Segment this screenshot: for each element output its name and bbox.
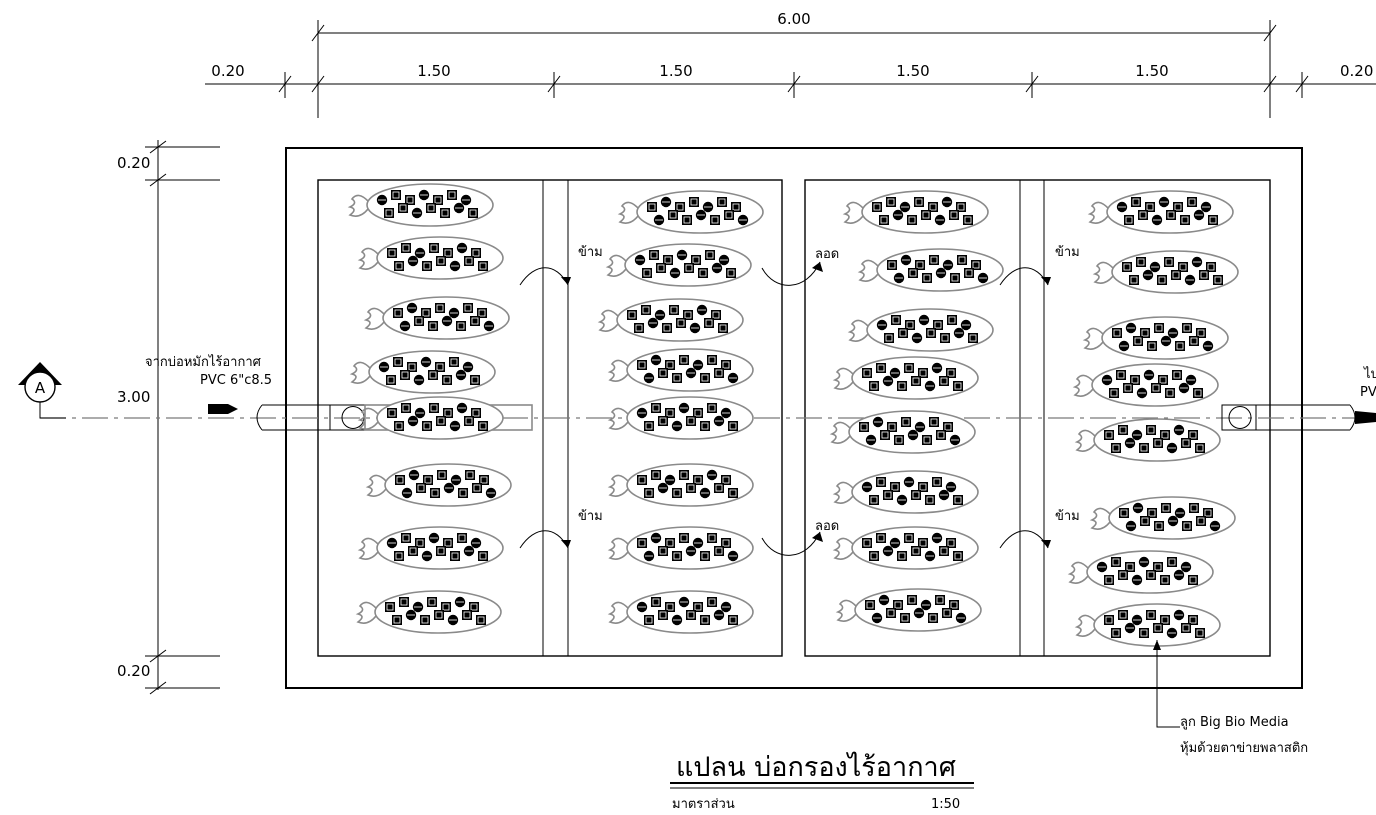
bio-media-bag — [607, 463, 754, 507]
flow-arrow-over-bottom-1 — [519, 530, 569, 549]
bio-media-bag — [1074, 603, 1221, 647]
bio-media-bag — [847, 308, 994, 352]
bio-media-bag — [1072, 363, 1219, 407]
bio-media-bag — [597, 298, 744, 342]
bio-media-bag — [607, 526, 754, 570]
bio-media-bag — [617, 190, 764, 234]
dim-segment-4: 1.50 — [1135, 62, 1168, 80]
dim-left-middle: 3.00 — [117, 388, 150, 406]
bio-media-bag — [832, 526, 979, 570]
section-marker-a: A — [18, 362, 66, 419]
bio-media-bag — [605, 243, 752, 287]
bio-media-bag — [857, 248, 1004, 292]
bio-media-bag — [357, 526, 504, 570]
bio-media-bag — [607, 590, 754, 634]
inlet-flow-arrow-icon — [208, 404, 238, 414]
scale-value: 1:50 — [931, 797, 960, 812]
bio-media-bag — [357, 396, 504, 440]
bio-media-bag — [835, 588, 982, 632]
bio-media-bag — [607, 396, 754, 440]
outlet-label-line1: ไป — [1363, 366, 1376, 382]
flow-arrow-over-bottom-2 — [999, 530, 1049, 549]
bio-media-bag — [349, 350, 496, 394]
top-dimensions: 6.00 0.20 1.50 1.50 1.50 1.50 0.20 — [205, 10, 1376, 118]
left-dimensions: 0.20 3.00 0.20 — [117, 140, 220, 695]
scale-label: มาตราส่วน — [672, 797, 735, 812]
bio-media-bag — [363, 296, 510, 340]
inlet-label-line1: จากบ่อหมักไร้อากาศ — [145, 354, 262, 370]
flow-label-under-2: ลอด — [815, 519, 839, 534]
bio-media-bag — [1082, 316, 1229, 360]
dim-segment-3: 1.50 — [896, 62, 929, 80]
bio-media-bag — [829, 410, 976, 454]
outlet-label-line2: PV — [1360, 385, 1376, 400]
drawing-title: แปลน บ่อกรองไร้อากาศ — [676, 752, 956, 783]
media-note-line2: หุ้มด้วยตาข่ายพลาสติก — [1180, 741, 1308, 756]
outlet-flow-arrow-icon — [1355, 411, 1376, 424]
flow-arrow-under-top — [761, 261, 821, 286]
flow-label-over-2: ข้าม — [578, 509, 603, 524]
media-note-line1: ลูก Big Bio Media — [1180, 715, 1289, 730]
bio-media-bag — [832, 470, 979, 514]
section-marker-letter: A — [35, 379, 46, 397]
dim-right-edge: 0.20 — [1340, 62, 1373, 80]
dim-left-edge: 0.20 — [211, 62, 244, 80]
bio-media-bag — [1089, 496, 1236, 540]
flow-arrow-under-bottom — [761, 531, 821, 556]
inlet-pipe: จากบ่อหมักไร้อากาศ PVC 6"c8.5 — [145, 354, 533, 431]
dim-total-width: 6.00 — [777, 10, 810, 28]
bio-media-bag — [347, 183, 494, 227]
bio-media-bag — [1074, 418, 1221, 462]
bio-media-bag — [355, 590, 502, 634]
bio-media-bag — [357, 236, 504, 280]
drawing-title-block: แปลน บ่อกรองไร้อากาศ มาตราส่วน 1:50 — [670, 752, 974, 812]
dim-left-top: 0.20 — [117, 154, 150, 172]
bio-media-bag — [607, 348, 754, 392]
bio-media-bag — [1087, 190, 1234, 234]
outlet-pipe: ไป PV — [1221, 366, 1376, 431]
flow-arrow-over-top-1 — [519, 267, 569, 286]
flow-arrows: ข้าม ข้าม ลอด ลอด ข้าม ข้าม — [519, 245, 1080, 556]
inlet-label-line2: PVC 6"c8.5 — [200, 373, 272, 388]
dim-segment-1: 1.50 — [417, 62, 450, 80]
flow-label-over-4: ข้าม — [1055, 509, 1080, 524]
flow-label-over-3: ข้าม — [1055, 245, 1080, 260]
bio-media-bags — [347, 183, 1239, 647]
bio-media-bag — [832, 356, 979, 400]
flow-label-under-1: ลอด — [815, 247, 839, 262]
bio-media-bag — [365, 463, 512, 507]
flow-label-over-1: ข้าม — [578, 245, 603, 260]
bio-media-bag — [842, 190, 989, 234]
bio-media-bag — [1092, 250, 1239, 294]
bio-media-bag — [1067, 550, 1214, 594]
dim-left-bottom: 0.20 — [117, 662, 150, 680]
flow-arrow-over-top-2 — [999, 267, 1049, 286]
dim-segment-2: 1.50 — [659, 62, 692, 80]
media-note: ลูก Big Bio Media หุ้มด้วยตาข่ายพลาสติก — [1153, 640, 1308, 756]
